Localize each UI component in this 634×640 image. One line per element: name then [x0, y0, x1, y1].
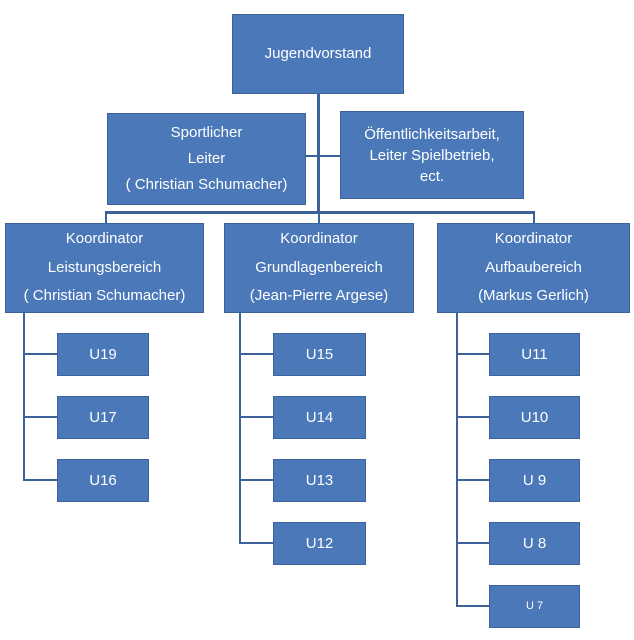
coord-3-line-2: Aufbaubereich [485, 258, 582, 276]
sport-leiter-line-1: Sportlicher [170, 123, 243, 141]
connector-horizontal-bar [105, 211, 535, 214]
connector-branch-1-vertical [23, 313, 25, 480]
connector-branch-2-vertical [239, 313, 241, 543]
connector-branch-1-tick [23, 416, 57, 418]
coord-1-line-1: Koordinator [65, 230, 144, 248]
team-label: U19 [89, 345, 117, 363]
team-label: U 7 [525, 599, 544, 612]
connector-branch-2-tick [239, 479, 273, 481]
connector-branch-2-tick [239, 353, 273, 355]
connector-branch-3-tick [456, 353, 490, 355]
team-box: U15 [273, 333, 366, 376]
oeffentlich-line-2: Leiter Spielbetrieb, [369, 146, 495, 164]
team-label: U16 [89, 471, 117, 489]
coord-2-line-1: Koordinator [280, 230, 358, 248]
team-box: U10 [489, 396, 580, 439]
coord-3-line-1: Koordinator [494, 230, 573, 248]
team-label: U 8 [522, 534, 547, 552]
connector-branch-3-tick [456, 605, 490, 607]
connector-coord-3 [533, 211, 535, 223]
team-label: U10 [520, 408, 549, 426]
team-label: U17 [89, 408, 117, 426]
connector-sport-leiter [306, 155, 320, 157]
sport-leiter-line-3: ( Christian Schumacher) [125, 176, 288, 194]
sport-leiter-box: Sportlicher Leiter ( Christian Schumache… [107, 113, 306, 205]
team-label: U13 [305, 471, 334, 489]
oeffentlichkeitsarbeit-box: Öffentlichkeitsarbeit, Leiter Spielbetri… [340, 111, 524, 199]
coord-1-line-3: ( Christian Schumacher) [23, 287, 186, 305]
team-box: U 9 [489, 459, 580, 502]
koordinator-leistungsbereich-box: Koordinator Leistungsbereich ( Christian… [5, 223, 204, 313]
connector-branch-2-tick [239, 416, 273, 418]
team-box: U14 [273, 396, 366, 439]
team-label: U15 [305, 345, 334, 363]
connector-branch-3-vertical [456, 313, 458, 606]
team-box: U11 [489, 333, 580, 376]
connector-oeffentlich [318, 155, 340, 157]
koordinator-aufbaubereich-box: Koordinator Aufbaubereich (Markus Gerlic… [437, 223, 630, 313]
team-label: U 9 [522, 471, 547, 489]
team-box: U13 [273, 459, 366, 502]
team-box: U17 [57, 396, 149, 439]
coord-3-line-3: (Markus Gerlich) [478, 287, 589, 305]
jugendvorstand-box: Jugendvorstand [232, 14, 404, 94]
connector-top-vertical [317, 94, 320, 212]
sport-leiter-line-2: Leiter [187, 149, 226, 167]
team-label: U11 [521, 345, 548, 363]
connector-coord-2 [318, 211, 320, 223]
coord-1-line-2: Leistungsbereich [47, 258, 162, 276]
connector-branch-3-tick [456, 416, 490, 418]
coord-2-line-2: Grundlagenbereich [255, 258, 383, 276]
connector-branch-2-tick [239, 542, 273, 544]
connector-branch-3-tick [456, 479, 490, 481]
connector-branch-3-tick [456, 542, 490, 544]
team-box: U 7 [489, 585, 580, 628]
coord-2-line-3: (Jean-Pierre Argese) [249, 287, 389, 305]
team-box: U16 [57, 459, 149, 502]
connector-branch-1-tick [23, 479, 57, 481]
team-label: U14 [305, 408, 334, 426]
oeffentlich-line-3: ect. [419, 167, 445, 185]
jugendvorstand-label: Jugendvorstand [264, 45, 372, 63]
oeffentlich-line-1: Öffentlichkeitsarbeit, [364, 125, 500, 143]
team-box: U 8 [489, 522, 580, 565]
team-box: U19 [57, 333, 149, 376]
connector-branch-1-tick [23, 353, 57, 355]
koordinator-grundlagenbereich-box: Koordinator Grundlagenbereich (Jean-Pier… [224, 223, 414, 313]
connector-coord-1 [105, 211, 107, 223]
team-box: U12 [273, 522, 366, 565]
team-label: U12 [305, 534, 334, 552]
